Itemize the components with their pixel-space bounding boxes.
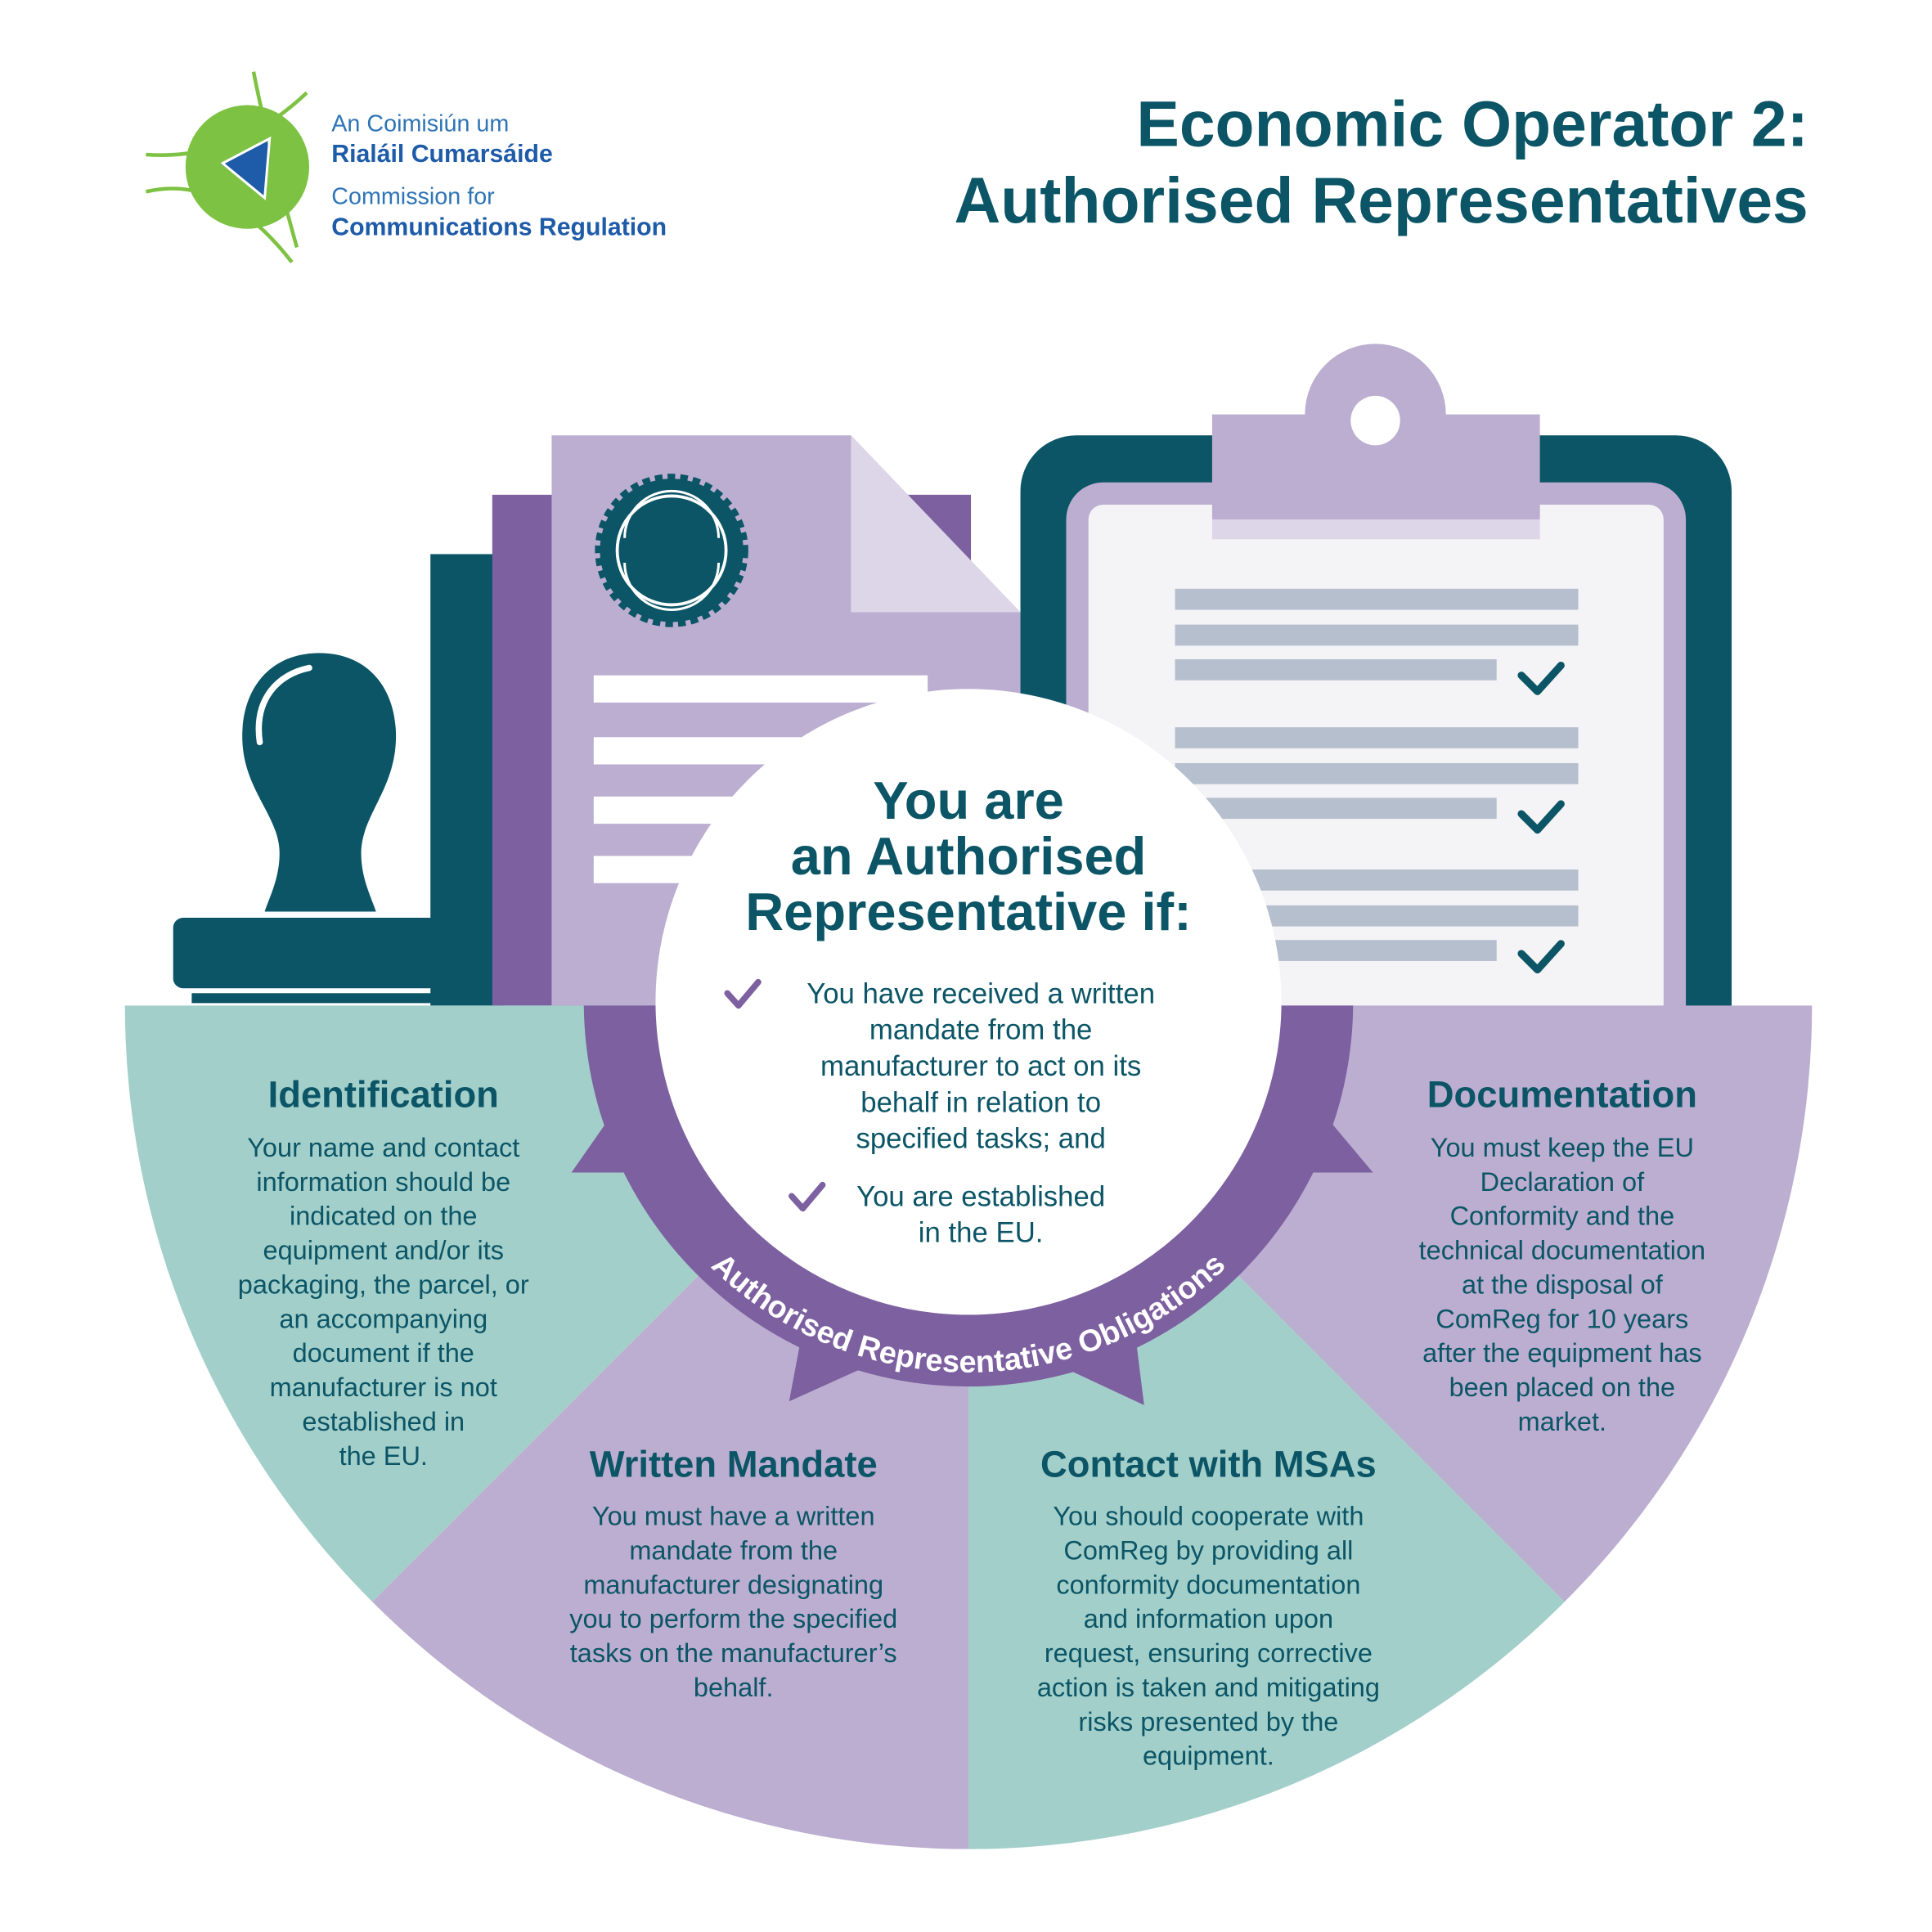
section-body-line: You must have a written [592, 1501, 875, 1530]
checkmark-icon [789, 1181, 826, 1212]
logo-english-line2: Communications Regulation [331, 213, 667, 240]
section-body-line: tasks on the manufacturer’s [570, 1638, 897, 1668]
section-body-line: equipment. [1143, 1741, 1274, 1771]
checkmark-icon [724, 978, 762, 1009]
center-heading-line: Representative if: [745, 882, 1192, 941]
check-icon [1517, 940, 1565, 974]
section-body-line: request, ensuring corrective [1045, 1638, 1373, 1668]
logo-triangle [220, 138, 270, 198]
section-body-line: document if the [293, 1338, 474, 1368]
section-body-line: manufacturer designating [583, 1570, 883, 1599]
check-icon [1517, 800, 1565, 834]
section-body-line: established in [302, 1407, 465, 1436]
section-body-line: risks presented by the [1078, 1707, 1338, 1737]
logo-english-line1: Commission for [331, 184, 495, 210]
condition-1-line: mandate from the [869, 1015, 1092, 1046]
section-body-line: You must keep the EU [1431, 1133, 1694, 1162]
section-body-line: Conformity and the [1450, 1202, 1675, 1231]
section-title: Contact with MSAs [1040, 1444, 1377, 1485]
section-body-line: at the disposal of [1462, 1269, 1664, 1299]
condition-1-line: manufacturer to act on its [820, 1051, 1141, 1082]
section-body-line: manufacturer is not [270, 1373, 497, 1402]
section-body-line: ComReg by providing all [1063, 1535, 1353, 1565]
section-title: Documentation [1427, 1073, 1697, 1115]
logo-irish-line1: An Coimisiún um [331, 110, 509, 137]
section-body-line: indicated on the [290, 1202, 477, 1231]
section-body-line: and information upon [1084, 1604, 1333, 1633]
section-body-line: conformity documentation [1056, 1570, 1360, 1599]
section-body-line: Your name and contact [247, 1133, 519, 1162]
page-title-line1: Economic Operator 2: [1136, 88, 1808, 160]
section-body-line: ComReg for 10 years [1436, 1304, 1688, 1333]
section-body-line: an accompanying [279, 1304, 487, 1333]
condition-2-line: You are established [856, 1181, 1105, 1212]
section-body-line: the EU. [339, 1441, 428, 1471]
center-heading-line: You are [873, 771, 1064, 830]
condition-1-line: behalf in relation to [860, 1087, 1101, 1118]
section-body-line: Declaration of [1480, 1167, 1645, 1197]
section-body-line: packaging, the parcel, or [238, 1269, 529, 1299]
section-body-line: after the equipment has [1422, 1338, 1701, 1368]
comreg-logo: An Coimisiún um Rialáil Cumarsáide Commi… [145, 71, 667, 263]
page-title-line2: Authorised Representatives [955, 164, 1808, 236]
section-body-line: technical documentation [1419, 1236, 1706, 1265]
section-body-line: information should be [256, 1167, 510, 1197]
section-title: Written Mandate [590, 1444, 878, 1485]
section-body-line: equipment and/or its [263, 1236, 504, 1265]
section-body-line: mandate from the [629, 1535, 838, 1565]
condition-1-line: You have received a written [806, 978, 1155, 1009]
section-body-line: you to perform the specified [569, 1604, 897, 1633]
section-body-line: been placed on the [1449, 1373, 1676, 1402]
center-heading-line: an Authorised [791, 826, 1147, 886]
condition-2-line: in the EU. [919, 1218, 1044, 1249]
logo-irish-line2: Rialáil Cumarsáide [331, 141, 553, 168]
seal-icon [595, 474, 748, 627]
section-body-line: behalf. [694, 1673, 774, 1702]
condition-1-line: specified tasks; and [856, 1124, 1105, 1155]
section-body-line: action is taken and mitigating [1037, 1673, 1380, 1702]
stamp-icon [173, 653, 439, 1004]
section-body-line: market. [1518, 1407, 1606, 1436]
center-circle [655, 689, 1282, 1315]
section-body-line: You should cooperate with [1053, 1501, 1364, 1530]
section-title: Identification [268, 1073, 499, 1115]
check-icon [1517, 662, 1565, 695]
